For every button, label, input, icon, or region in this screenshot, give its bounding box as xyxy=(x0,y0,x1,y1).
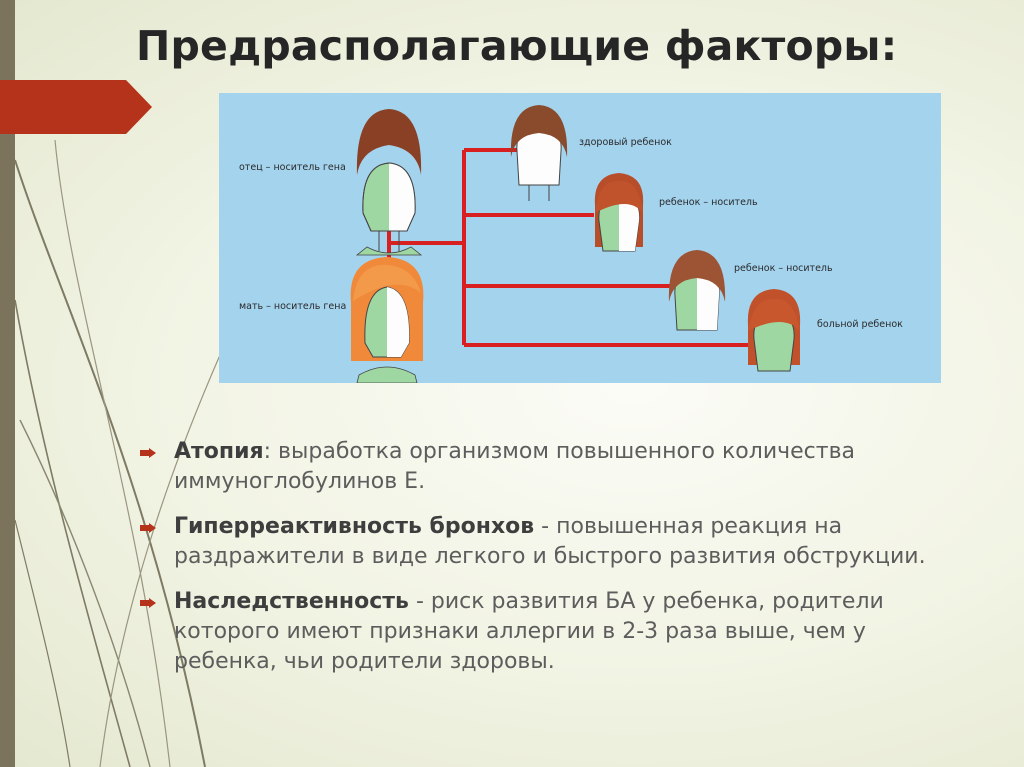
bullet-separator: - xyxy=(408,589,431,614)
child-head-healthy xyxy=(510,105,568,201)
bullet-term: Наследственность xyxy=(174,589,409,614)
slide-title: Предрасполагающие факторы: xyxy=(136,22,898,70)
bullet-separator: : xyxy=(263,439,279,464)
bullet-item: Гиперреактивность бронхов - повышенная р… xyxy=(140,512,970,572)
label-child-carrier-1: ребенок – носитель xyxy=(659,197,758,208)
bullet-text: выработка организмом повышенного количес… xyxy=(174,439,856,494)
label-child-carrier-2: ребенок – носитель xyxy=(734,263,833,274)
child-head-sick xyxy=(747,289,801,372)
bullet-item: Наследственность - риск развития БА у ре… xyxy=(140,587,970,677)
bullet-term: Атопия xyxy=(174,439,264,464)
bullet-term: Гиперреактивность бронхов xyxy=(174,514,535,539)
bullet-separator: - xyxy=(534,514,557,539)
bullet-item: Атопия: выработка организмом повышенного… xyxy=(140,437,970,497)
bullet-list: Атопия: выработка организмом повышенного… xyxy=(140,437,970,692)
father-head xyxy=(355,109,423,256)
arrow-bullet-icon xyxy=(140,448,156,458)
label-child-sick: больной ребенок xyxy=(817,319,903,330)
mother-head xyxy=(350,257,424,383)
label-child-healthy: здоровый ребенок xyxy=(579,137,672,148)
arrow-bullet-icon xyxy=(140,598,156,608)
child-head-carrier-2 xyxy=(668,250,726,331)
bullet-text: повышенная реакция на раздражители в вид… xyxy=(174,514,926,569)
title-accent-tab xyxy=(0,80,152,134)
heredity-diagram: отец – носитель гена мать – носитель ген… xyxy=(219,93,941,383)
arrow-bullet-icon xyxy=(140,523,156,533)
label-father: отец – носитель гена xyxy=(239,162,346,173)
bullet-text: риск развития БА у ребенка, родители кот… xyxy=(174,589,884,674)
child-head-carrier-1 xyxy=(594,173,644,252)
decorative-curves xyxy=(14,139,221,767)
label-mother: мать – носитель гена xyxy=(239,301,347,312)
sidebar-stripe xyxy=(0,0,15,767)
